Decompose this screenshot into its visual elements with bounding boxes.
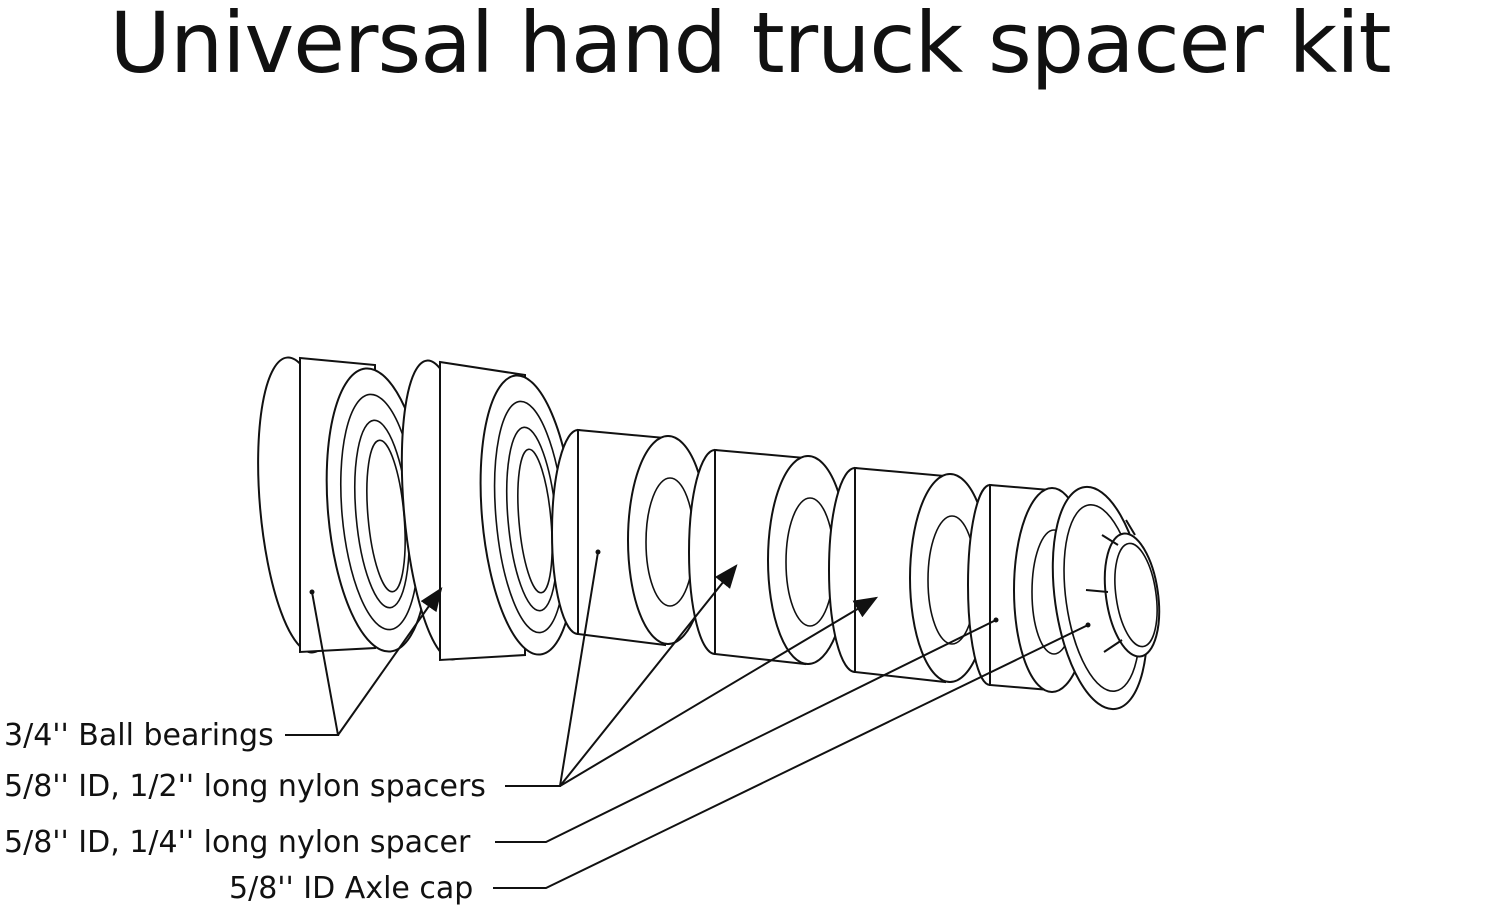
ball-bearing-1 xyxy=(257,356,431,654)
label-short-nylon-spacer: 5/8'' ID, 1/4'' long nylon spacer xyxy=(4,825,471,860)
ball-bearing-2 xyxy=(400,359,577,662)
label-ball-bearings: 3/4'' Ball bearings xyxy=(4,718,274,753)
long-nylon-spacer-2 xyxy=(688,448,849,666)
label-long-nylon-spacers: 5/8'' ID, 1/2'' long nylon spacers xyxy=(4,769,486,804)
leader-axle-cap xyxy=(493,624,1089,889)
diagram-title: Universal hand truck spacer kit xyxy=(109,0,1391,92)
leader-long-spacers xyxy=(505,551,879,787)
leader-short-spacer xyxy=(495,619,997,843)
long-nylon-spacer-3 xyxy=(828,466,991,684)
leader-bearings xyxy=(285,587,443,736)
long-nylon-spacer-1 xyxy=(551,428,709,647)
label-axle-cap: 5/8'' ID Axle cap xyxy=(229,871,473,906)
axle-cap xyxy=(1051,485,1161,711)
